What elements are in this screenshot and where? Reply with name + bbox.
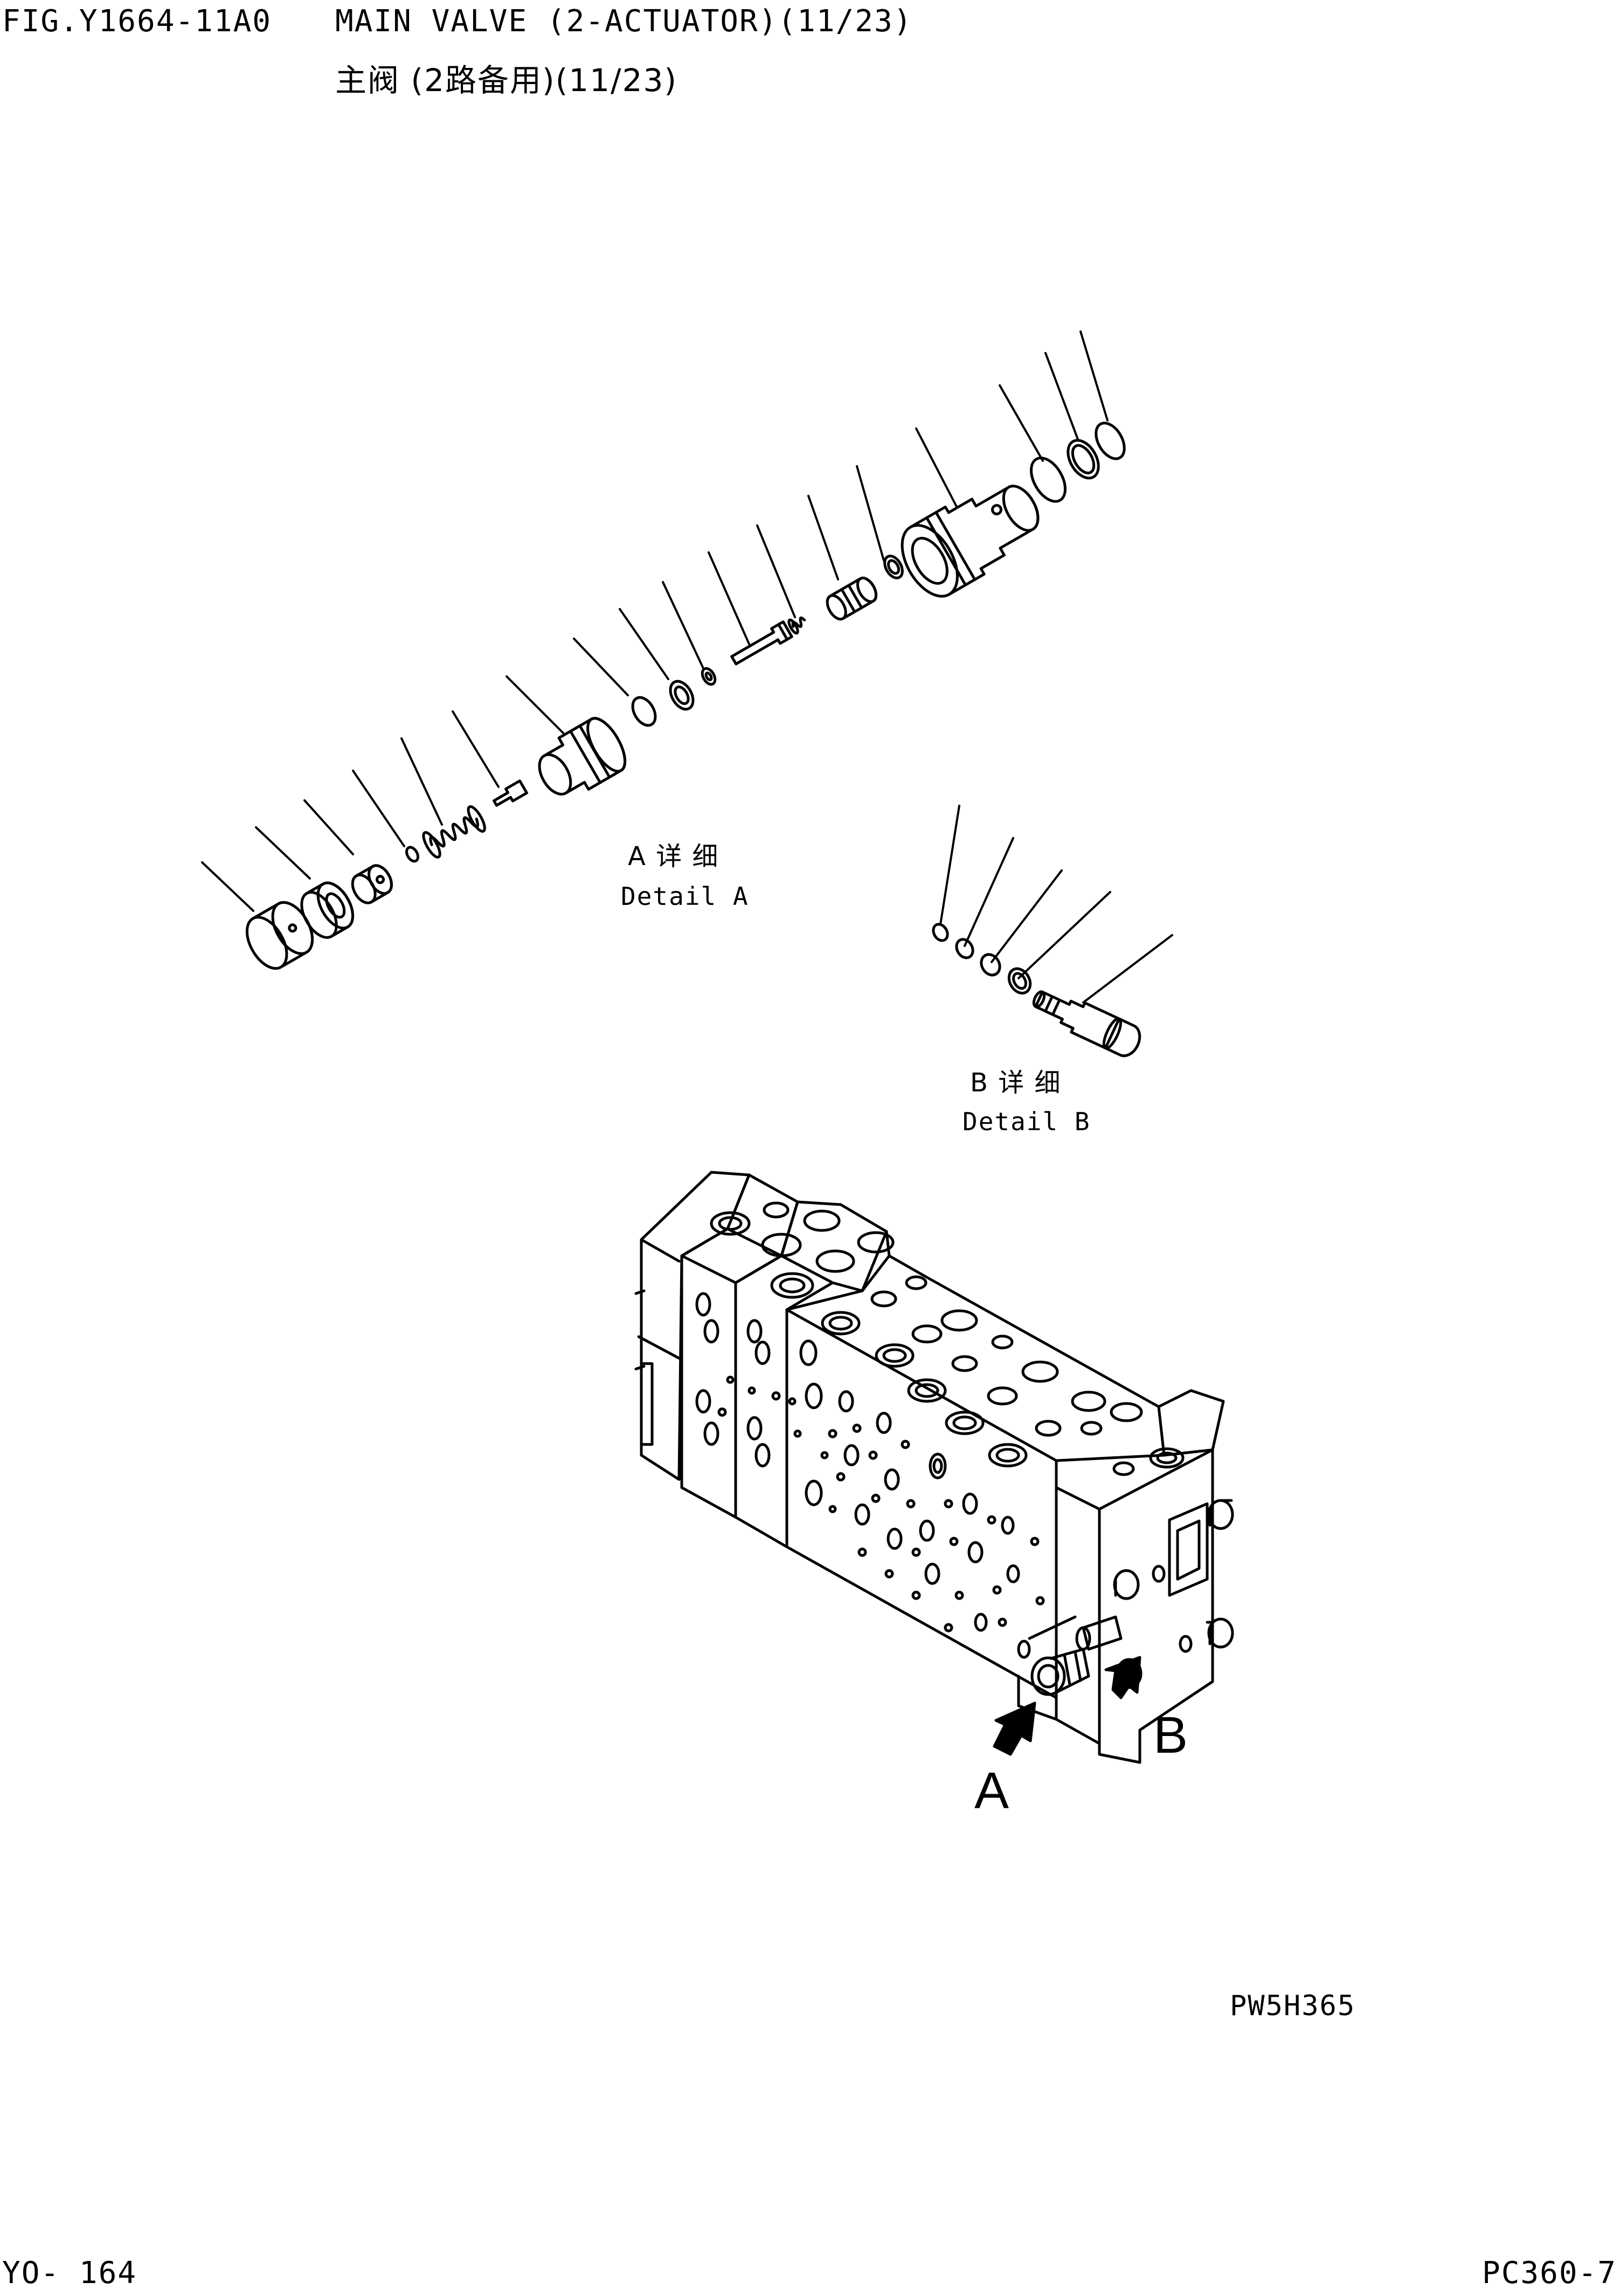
o-ring bbox=[631, 696, 657, 727]
adjusting-screw bbox=[351, 864, 393, 904]
page-number: YO- 164 bbox=[2, 2256, 137, 2291]
small-ring bbox=[405, 846, 419, 863]
poppet bbox=[493, 779, 528, 807]
spring bbox=[422, 805, 486, 859]
figure-number: FIG.Y1664-11A0 bbox=[2, 4, 272, 39]
piston-rod bbox=[730, 620, 793, 666]
detail-a-exploded-view bbox=[201, 330, 1126, 970]
main-valve-assembly bbox=[634, 1171, 1234, 1764]
detail-a-leader-lines bbox=[201, 330, 1109, 912]
small-spring bbox=[787, 616, 806, 635]
backup-ring bbox=[669, 680, 695, 711]
backup-ring-b4 bbox=[1007, 967, 1032, 995]
detail-b-leader-lines bbox=[939, 805, 1173, 1004]
page-title-chinese: 主阀 (2路备用)(11/23) bbox=[335, 62, 677, 99]
check-valve-plug bbox=[1032, 990, 1141, 1057]
small-o-ring-b1 bbox=[932, 923, 949, 942]
backup-ring-large bbox=[1067, 439, 1100, 480]
small-o-ring-b2 bbox=[955, 938, 974, 959]
arrow-b-icon bbox=[1104, 1656, 1141, 1699]
ring bbox=[1095, 421, 1126, 460]
arrow-a-icon bbox=[993, 1702, 1036, 1756]
front-face-holes bbox=[695, 1292, 1045, 1659]
pointer-arrows bbox=[993, 1656, 1141, 1756]
machine-model: PC360-7 bbox=[1481, 2256, 1617, 2291]
valve-seat-body bbox=[538, 717, 627, 796]
callout-a: A bbox=[974, 1762, 1009, 1820]
relief-valve-b-installed bbox=[1028, 1615, 1123, 1651]
drawing-code: PW5H365 bbox=[1230, 1990, 1356, 2022]
relief-valve-body bbox=[901, 485, 1040, 598]
o-ring-b3 bbox=[980, 953, 1001, 977]
detail-b-exploded-view bbox=[932, 805, 1173, 1057]
callout-b: B bbox=[1153, 1706, 1188, 1764]
sleeve bbox=[826, 576, 878, 621]
small-plug bbox=[701, 667, 717, 686]
relief-valve-a-installed bbox=[1030, 1648, 1090, 1696]
lock-nut bbox=[300, 881, 355, 939]
large-o-ring bbox=[1030, 457, 1067, 503]
detail-b-label-chinese: B 详 细 bbox=[970, 1068, 1062, 1098]
top-ports bbox=[710, 1201, 1185, 1476]
detail-a-label: Detail A bbox=[621, 882, 749, 911]
detail-b-label: Detail B bbox=[963, 1107, 1091, 1136]
seal-ring bbox=[883, 555, 904, 579]
detail-a-label-chinese: A 详 细 bbox=[628, 841, 719, 872]
page-title: MAIN VALVE (2-ACTUATOR)(11/23) bbox=[335, 4, 913, 39]
